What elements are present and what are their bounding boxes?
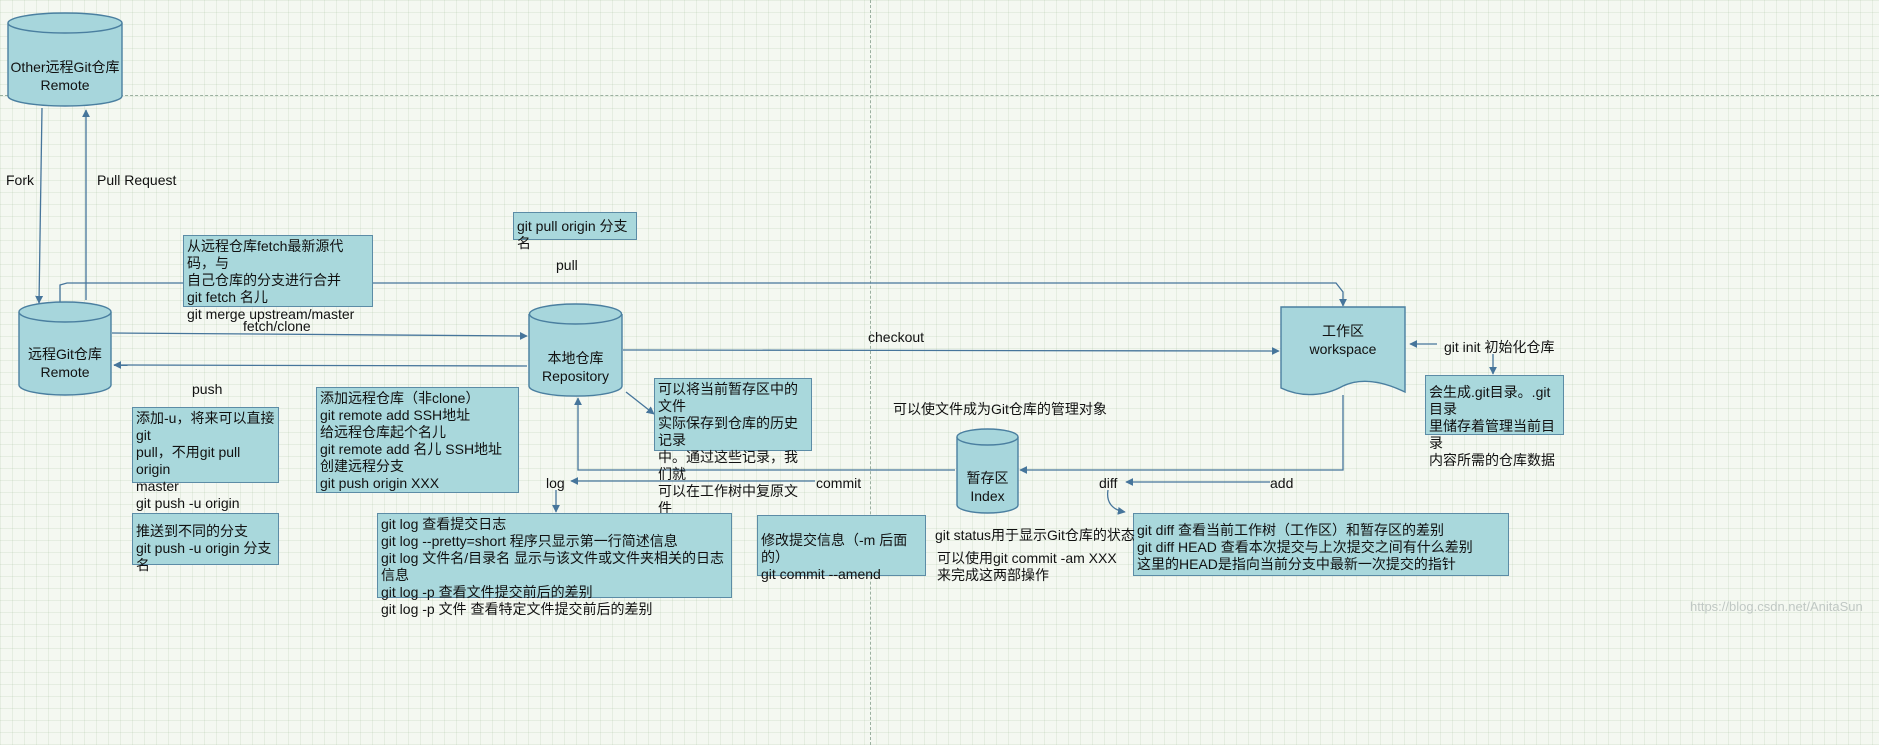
node-remote-label: 远程Git仓库 Remote xyxy=(28,346,102,380)
node-local-repository: 本地仓库 Repository xyxy=(528,303,623,397)
arrow-fetch-clone xyxy=(111,331,528,340)
note-git-pull: git pull origin 分支名 xyxy=(513,212,637,251)
label-checkout: checkout xyxy=(868,329,925,345)
label-fork: Fork xyxy=(6,172,34,188)
label-log: log xyxy=(546,475,565,491)
label-pull: pull xyxy=(556,257,578,273)
note-log-commands: git log 查看提交日志 git log --pretty=short 程序… xyxy=(377,513,732,617)
arrow-push xyxy=(113,361,528,370)
text-git-status: git status用于显示Git仓库的状态 xyxy=(935,527,1135,543)
label-pull-request: Pull Request xyxy=(97,172,177,188)
node-local-repository-label: 本地仓库 Repository xyxy=(542,350,609,384)
node-index: 暂存区 Index xyxy=(956,428,1019,514)
note-fetch-merge: 从远程仓库fetch最新源代码，与 自己仓库的分支进行合并 git fetch … xyxy=(183,235,373,322)
note-diff-commands: git diff 查看当前工作树（工作区）和暂存区的差别 git diff HE… xyxy=(1133,513,1509,576)
label-add: add xyxy=(1270,475,1294,491)
note-repository-desc: 可以将当前暂存区中的文件 实际保存到仓库的历史记录 中。通过这些记录，我们就 可… xyxy=(654,378,812,516)
arrow-diff-to-cmds xyxy=(1106,489,1126,515)
node-other-remote: Other远程Git仓库 Remote xyxy=(7,12,123,107)
note-commit-amend: 修改提交信息（-m 后面的） git commit --amend xyxy=(757,515,926,582)
node-index-label: 暂存区 Index xyxy=(966,470,1009,504)
note-git-directory: 会生成.git目录。.git目录 里储存着管理当前目录 内容所需的仓库数据 xyxy=(1425,375,1564,468)
arrow-pull xyxy=(59,282,1347,307)
label-git-init: git init 初始化仓库 xyxy=(1444,339,1555,355)
label-push: push xyxy=(192,381,223,397)
node-other-remote-label: Other远程Git仓库 Remote xyxy=(10,59,120,93)
arrow-add xyxy=(1019,395,1344,474)
watermark: https://blog.csdn.net/AnitaSun xyxy=(1690,599,1863,614)
note-push-u: 添加-u，将来可以直接git pull，不用git pull origin ma… xyxy=(132,407,279,528)
label-diff: diff xyxy=(1099,475,1118,491)
note-remote-add: 添加远程仓库（非clone） git remote add SSH地址 给远程仓… xyxy=(316,387,519,493)
arrow-commit xyxy=(574,397,955,471)
label-commit: commit xyxy=(816,475,862,491)
arrow-fork xyxy=(35,107,44,304)
note-push-branch: 推送到不同的分支 git push -u origin 分支名 xyxy=(132,513,279,573)
arrow-checkout xyxy=(622,346,1280,355)
guide-line-horizontal xyxy=(0,95,1879,96)
node-remote: 远程Git仓库 Remote xyxy=(18,301,112,396)
guide-line-vertical xyxy=(870,0,871,745)
arrow-repo-note xyxy=(625,391,655,415)
text-commit-am: 可以使用git commit -am XXX 来完成这两部操作 xyxy=(937,550,1117,583)
label-fetch-clone: fetch/clone xyxy=(243,318,311,334)
text-manage-object: 可以使文件成为Git仓库的管理对象 xyxy=(893,401,1107,417)
node-workspace: 工作区 workspace xyxy=(1280,306,1406,396)
node-workspace-label: 工作区 workspace xyxy=(1309,323,1377,357)
